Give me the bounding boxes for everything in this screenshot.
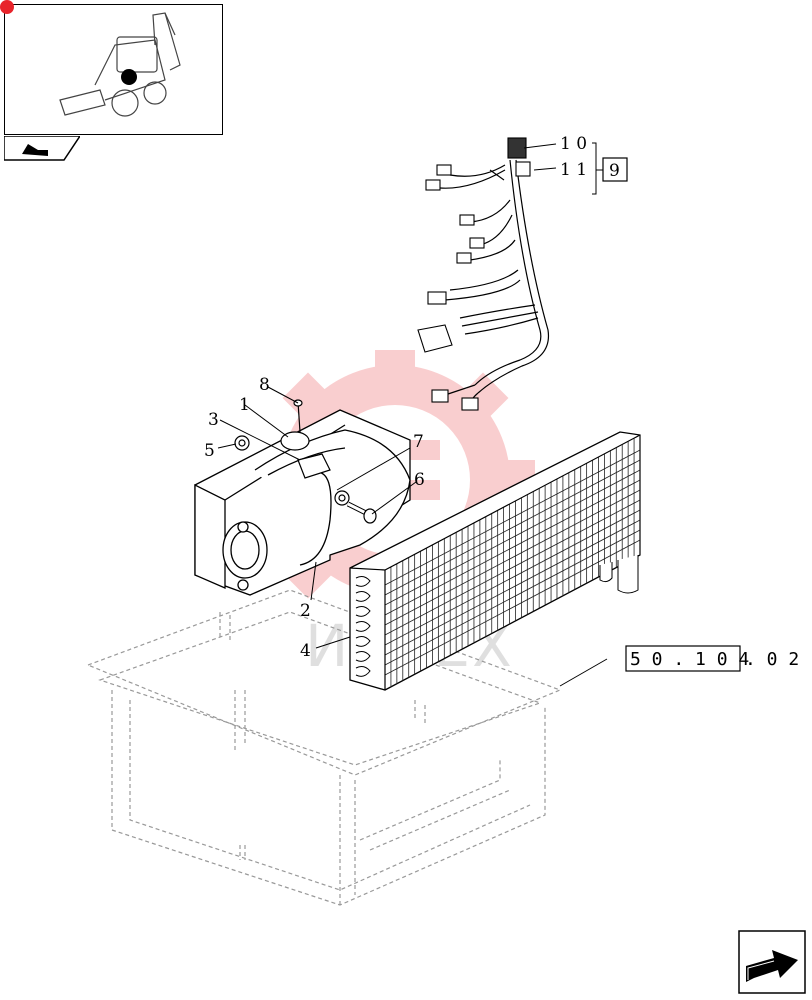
callout-1: 1: [239, 395, 250, 415]
cross-ref-number[interactable]: 5 0 . 1 0 4: [630, 649, 749, 670]
backhoe-loader-icon: [59, 12, 181, 117]
callout-6: 6: [414, 470, 425, 490]
callout-4: 4: [300, 641, 311, 661]
harness-connectors: [417, 137, 531, 411]
wiring-harness: [439, 159, 550, 406]
section-tab-icon: [4, 136, 80, 161]
callout-10: 1 0: [560, 134, 587, 154]
resistor: [297, 453, 331, 479]
cross-ref-suffix: . 0 2: [745, 649, 799, 670]
callout-5: 5: [204, 441, 215, 461]
next-page-arrow-icon[interactable]: [738, 930, 806, 994]
location-marker: [121, 69, 137, 85]
callout-7: 7: [413, 432, 424, 452]
callout-11: 1 1: [560, 160, 587, 180]
group-ref-box: [602, 157, 628, 182]
machine-thumbnail: [4, 4, 223, 135]
heater-core: [349, 431, 641, 691]
screw: [297, 401, 301, 433]
corner-marker: [0, 0, 14, 14]
callout-8: 8: [259, 375, 270, 395]
cab-frame-outline: [86, 589, 562, 906]
bolt: [363, 508, 377, 524]
group-ref-label: 9: [609, 161, 620, 181]
cross-ref-box[interactable]: [625, 645, 741, 672]
heater-housing: [194, 409, 411, 596]
leader-lines: [217, 142, 608, 687]
callout-2: 2: [300, 601, 311, 621]
callout-3: 3: [208, 410, 219, 430]
